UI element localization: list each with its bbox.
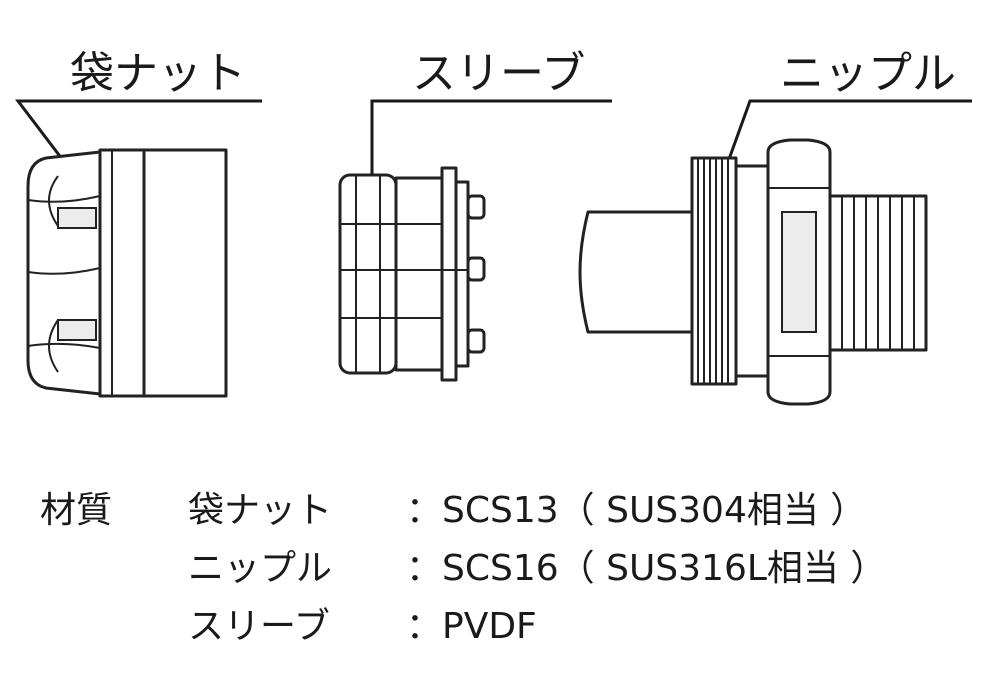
- material-row: 材質 袋ナット ： SCS13（ SUS304相当 ）: [40, 482, 980, 540]
- nipple-leader-line: [726, 99, 972, 163]
- material-colon: ：: [406, 606, 443, 647]
- material-row: ニップル ： SCS16（ SUS316L相当 ）: [40, 540, 980, 598]
- fitting-exploded-diagram: 袋ナット スリーブ ニップル: [14, 48, 972, 406]
- material-spec: PVDF: [442, 606, 537, 647]
- material-colon: ：: [406, 490, 443, 531]
- materials-table: 材質 袋ナット ： SCS13（ SUS304相当 ） ニップル ： SCS16…: [40, 482, 980, 656]
- material-part-name: ニップル: [188, 548, 333, 589]
- nipple-part: [578, 138, 928, 406]
- sleeve-callout-label: スリーブ: [412, 48, 585, 99]
- material-spec: SCS13（ SUS304相当 ）: [442, 490, 867, 531]
- nipple-callout-label: ニップル: [780, 48, 956, 99]
- materials-heading: 材質: [40, 490, 113, 531]
- cap-nut-part: [26, 148, 228, 398]
- sleeve-leader-line: [370, 99, 612, 176]
- material-row: スリーブ ： PVDF: [40, 598, 980, 656]
- material-colon: ：: [406, 548, 443, 589]
- sleeve-part: [338, 166, 486, 382]
- nut-leader-line: [14, 99, 262, 181]
- material-part-name: スリーブ: [188, 606, 330, 647]
- nut-callout-label: 袋ナット: [70, 48, 246, 99]
- material-spec: SCS16（ SUS316L相当 ）: [442, 548, 887, 589]
- material-part-name: 袋ナット: [188, 490, 333, 531]
